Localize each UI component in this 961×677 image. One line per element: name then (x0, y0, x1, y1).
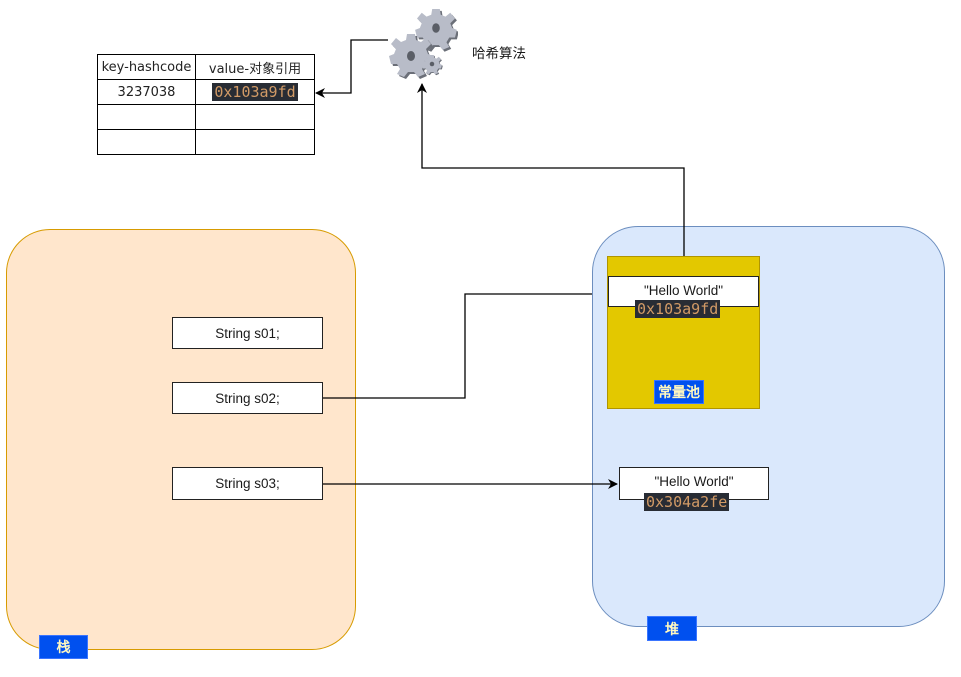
row-key (97, 129, 196, 155)
heap-string-value: "Hello World" (654, 474, 734, 489)
pool-address-text: 0x103a9fd (635, 300, 721, 318)
pool-string-value: "Hello World" (643, 283, 724, 298)
arrow-gears-to-table (315, 39, 388, 98)
stack-region (6, 229, 356, 650)
row-value (195, 104, 315, 130)
row-key: 3237038 (97, 79, 196, 105)
row-value (195, 129, 315, 155)
pool-address: 0x103a9fd (635, 300, 721, 318)
table-row: 3237038 0x103a9fd (97, 79, 315, 105)
row-key (97, 104, 196, 130)
table-row (97, 129, 315, 155)
heap-label: 堆 (647, 616, 697, 641)
constant-pool-label: 常量池 (654, 380, 704, 404)
gears-icon (389, 8, 458, 79)
stack-label: 栈 (39, 635, 88, 659)
variable-s02[interactable]: String s02; (172, 382, 323, 414)
line-s02-to-pool (323, 293, 592, 399)
hash-table: key-hashcode value-对象引用 3237038 0x103a9f… (97, 54, 315, 155)
heap-address-text: 0x304a2fe (644, 493, 730, 511)
header-value: value-对象引用 (195, 54, 315, 80)
variable-s01[interactable]: String s01; (172, 317, 323, 349)
heap-address: 0x304a2fe (644, 493, 730, 511)
header-key: key-hashcode (97, 54, 196, 80)
hash-algorithm-label: 哈希算法 (472, 46, 526, 61)
row-value: 0x103a9fd (195, 79, 315, 105)
row-value-code: 0x103a9fd (212, 82, 298, 101)
table-row (97, 104, 315, 130)
variable-s03[interactable]: String s03; (172, 467, 323, 500)
hash-table-header: key-hashcode value-对象引用 (97, 54, 315, 80)
